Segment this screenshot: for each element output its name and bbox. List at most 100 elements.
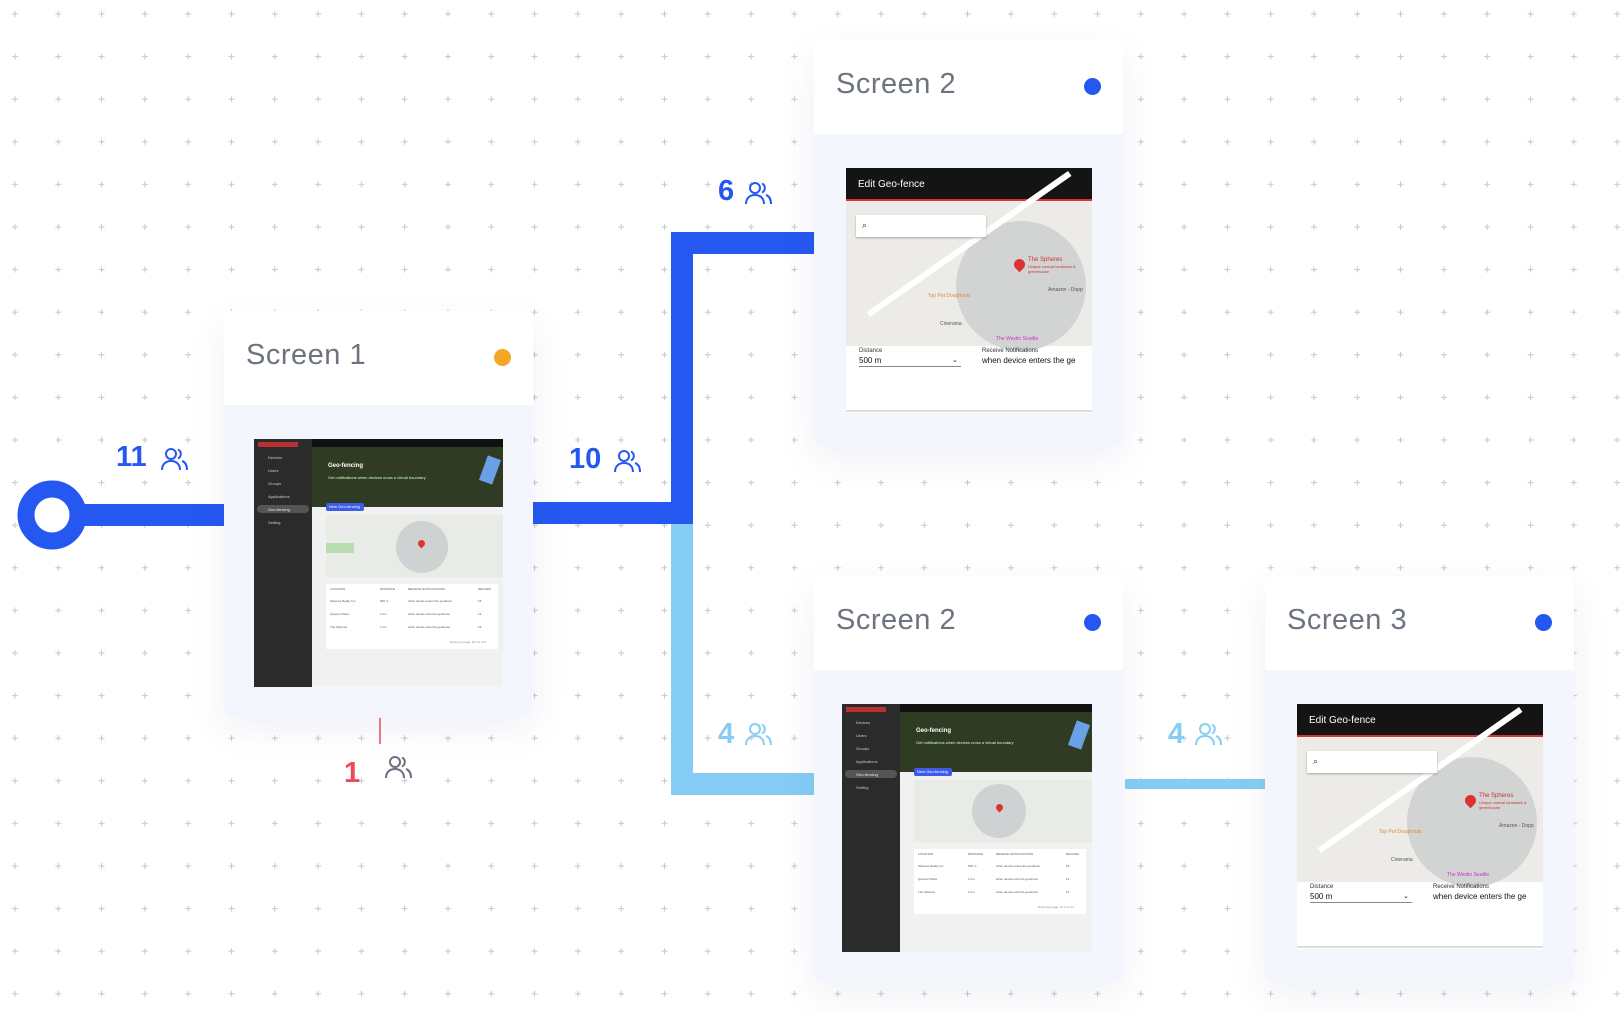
thumb-title: Edit Geo-fence (858, 179, 925, 190)
map-poi: Amazon - Dopp (1048, 287, 1083, 293)
notify-select: when device enters the ge (982, 356, 1076, 365)
table-header: DEVICES (478, 587, 492, 591)
table-cell: 12 (1066, 890, 1070, 894)
start-node (17, 480, 87, 550)
table-cell: Spheres Realty Inc (918, 864, 944, 868)
users-icon (385, 756, 412, 779)
table-cell: 1 km (968, 890, 975, 894)
flow-count-screen3: 4 (1168, 718, 1185, 750)
table-footer: Rows per page: 10 1-3 of 3 (450, 640, 487, 644)
screen-thumbnail-edit-geofence: Edit Geo-fence ⌕ The Spheres Unique coni… (846, 168, 1092, 413)
table-cell: The Spheres (918, 890, 936, 894)
screen-thumbnail-edit-geofence: Edit Geo-fence ⌕ The Spheres Unique coni… (1297, 704, 1543, 949)
map-poi: The Westin Seattle (1447, 872, 1490, 878)
thumb-heading: Geo-fencing (328, 463, 364, 469)
thumb-sidebar: Devices Users Groups Applications Geo-fe… (842, 704, 900, 952)
card-header: Screen 1 (224, 311, 533, 405)
flow-count-screen1-out: 10 (569, 443, 602, 475)
users-icon (614, 450, 641, 473)
flow-count-screen2-top: 6 (718, 175, 735, 207)
screen2-top-card[interactable]: Screen 2 Edit Geo-fence ⌕ The Spheres Un… (814, 40, 1123, 445)
distance-select: 500 m (859, 356, 882, 365)
table-cell: Spheres Realty Inc (330, 599, 356, 603)
users-icon (745, 182, 772, 205)
flow-count-dropoff: 1 (344, 757, 361, 789)
thumb-map: ⌕ The Spheres Unique conical landmark & … (1297, 706, 1543, 887)
table-cell: 1 km (968, 877, 975, 881)
new-geofencing-button: New Geo-fencing (329, 504, 360, 509)
chevron-down-icon: ⌄ (952, 357, 958, 364)
thumb-banner: Geo-fencing Get notifications when devic… (312, 447, 503, 507)
table-cell: when device exits the geofence (408, 625, 450, 629)
table-cell: 12 (478, 625, 482, 629)
flow-count-entry: 11 (116, 441, 147, 473)
new-geofencing-button: New Geo-fencing (917, 769, 948, 774)
map-poi: Cinerama (940, 321, 962, 327)
sidebar-item: Applications (856, 759, 878, 764)
table-header: DEVICES (1066, 852, 1080, 856)
thumb-title: Edit Geo-fence (1309, 715, 1376, 726)
map-poi: Top Pot Doughnuts (1379, 829, 1422, 835)
status-dot (1535, 614, 1552, 631)
users-icon (161, 448, 188, 471)
table-cell: when device enters the geofence (996, 864, 1041, 868)
thumb-heading: Geo-fencing (916, 728, 952, 734)
table-cell: when device exits the geofence (408, 612, 450, 616)
status-dot (494, 349, 511, 366)
table-cell: Queens Plaza (918, 877, 937, 881)
table-header: DISTANCE (380, 587, 395, 591)
sidebar-item: Groups (856, 746, 870, 751)
screen2-bottom-card[interactable]: Screen 2 Devices Users Groups Applicatio… (814, 576, 1123, 981)
table-cell: 15 (478, 599, 482, 603)
sidebar-item: Groups (268, 481, 282, 486)
table-header: LOCATION (918, 852, 934, 856)
table-cell: 1 km (380, 625, 387, 629)
table-cell: 12 (1066, 877, 1070, 881)
status-dot (1084, 614, 1101, 631)
card-header: Screen 2 (814, 40, 1123, 134)
notify-label: Receive Notifications (982, 348, 1039, 354)
table-header: LOCATION (330, 587, 346, 591)
table-header: RECEIVE NOTIFICATIONS (996, 852, 1033, 856)
flow-line-screen2-top (671, 232, 820, 524)
screen-thumbnail-geofence-list: Devices Users Groups Applications Geo-fe… (842, 704, 1092, 952)
screen1-card[interactable]: Screen 1 Devices Users Groups Applicatio… (224, 311, 533, 715)
thumb-table: LOCATION DISTANCE RECEIVE NOTIFICATIONS … (326, 584, 498, 649)
sidebar-item: Devices (856, 720, 871, 725)
table-cell: 12 (478, 612, 482, 616)
table-cell: 500 m (380, 599, 389, 603)
status-dot (1084, 78, 1101, 95)
sidebar-item: Devices (268, 455, 283, 460)
table-header: DISTANCE (968, 852, 983, 856)
search-icon: ⌕ (862, 220, 868, 230)
card-title: Screen 2 (836, 68, 957, 100)
thumb-table: LOCATION DISTANCE RECEIVE NOTIFICATIONS … (914, 849, 1086, 914)
thumb-banner: Geo-fencing Get notifications when devic… (900, 712, 1092, 772)
distance-label: Distance (859, 348, 883, 354)
table-cell: when device exits the geofence (996, 890, 1038, 894)
sidebar-item: Users (268, 468, 279, 473)
flow-line-screen2-bottom (671, 520, 820, 795)
map-place-desc: Unique conical landmark & greenhouse (1028, 264, 1076, 274)
sidebar-item: Users (856, 733, 867, 738)
table-cell: Queens Plaza (330, 612, 349, 616)
sidebar-item: Setting (856, 785, 869, 790)
card-title: Screen 3 (1287, 604, 1408, 636)
table-cell: 500 m (968, 864, 977, 868)
map-poi: Cinerama (1391, 857, 1413, 863)
sidebar-item: Setting (268, 520, 281, 525)
distance-label: Distance (1310, 884, 1334, 890)
thumb-subheading: Get notifications when devices cross a v… (916, 740, 1014, 745)
screen3-card[interactable]: Screen 3 Edit Geo-fence ⌕ The Spheres Un… (1265, 576, 1574, 981)
screen-thumbnail-geofence-list: Devices Users Groups Applications Geo-fe… (254, 439, 503, 687)
card-title: Screen 1 (246, 339, 367, 371)
table-cell: when device exits the geofence (996, 877, 1038, 881)
search-icon: ⌕ (1313, 756, 1319, 766)
table-footer: Rows per page: 10 1-3 of 3 (1038, 905, 1075, 909)
users-icon (745, 723, 772, 746)
table-cell: 1 km (380, 612, 387, 616)
map-poi: Top Pot Doughnuts (928, 293, 971, 299)
card-title: Screen 2 (836, 604, 957, 636)
map-place-label: The Spheres (1028, 257, 1063, 263)
